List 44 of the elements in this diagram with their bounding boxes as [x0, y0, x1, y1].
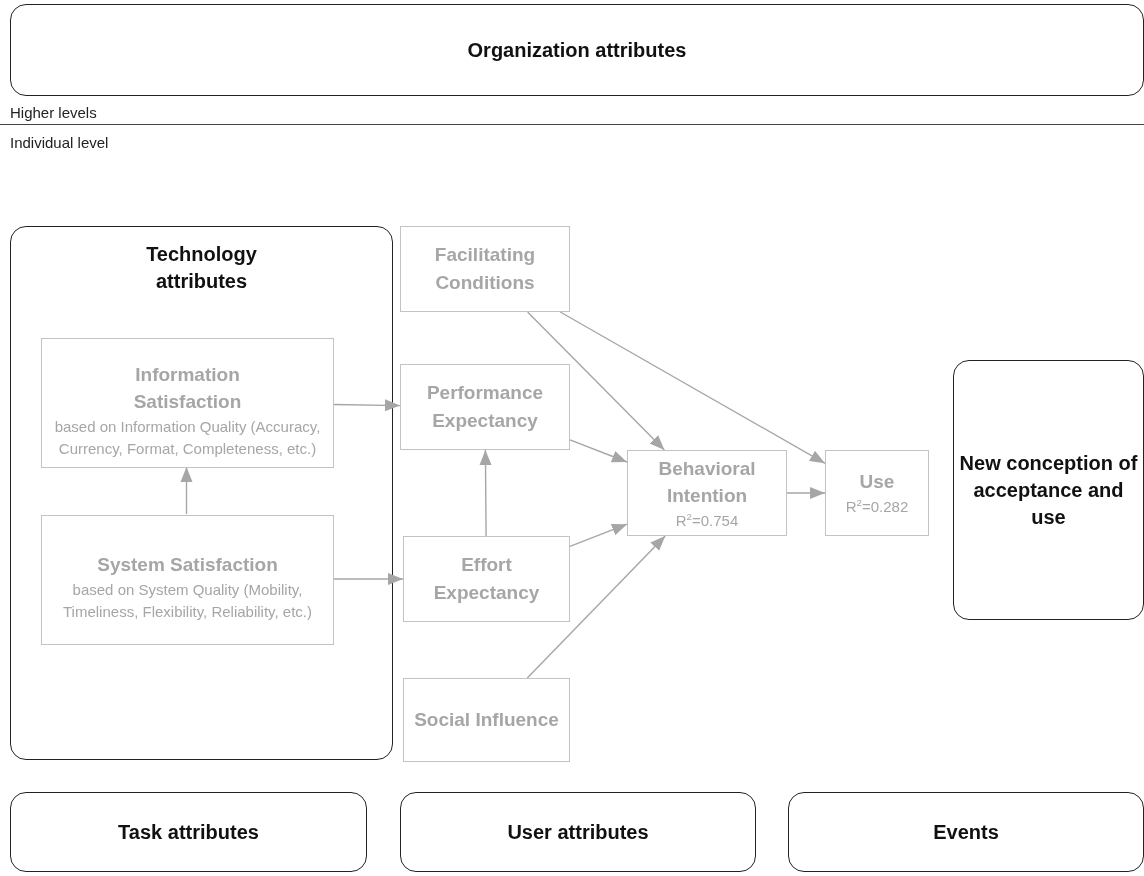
node-title: Events: [933, 819, 999, 845]
process-box: [400, 226, 570, 312]
node-title: Technology attributes: [145, 242, 258, 294]
node-title: Effort Expectancy: [432, 553, 541, 605]
arrow: [526, 311, 666, 451]
arrow: [526, 535, 666, 679]
arrow: [569, 439, 628, 463]
node-title: Facilitating Conditions: [433, 243, 537, 295]
node-title: User attributes: [507, 819, 649, 845]
arrow: [332, 399, 401, 412]
rounded-box: [10, 792, 367, 872]
level-label: Higher levels: [10, 104, 97, 121]
process-box: [403, 536, 570, 622]
node-title: Organization attributes: [467, 37, 687, 63]
level-label: Individual level: [10, 134, 109, 151]
process-box: [400, 364, 570, 450]
rounded-box: [788, 792, 1144, 872]
process-box: [825, 450, 929, 536]
process-box: [41, 338, 334, 468]
node-text: based on System Quality (Mobility, Timeliness, Flexibility, Reliability, etc.): [62, 580, 313, 622]
node-title: Performance Expectancy: [425, 381, 545, 433]
arrow: [786, 487, 826, 499]
node-title: Behavioral Intention: [657, 456, 757, 509]
node-title: System Satisfaction: [96, 553, 279, 578]
process-box: [627, 450, 787, 536]
node-title: Use: [858, 470, 896, 495]
process-box: [403, 678, 570, 762]
process-box: [41, 515, 334, 645]
node-title: Social Influence: [413, 708, 560, 733]
node-text: R$^{2}$=0.754: [675, 509, 739, 531]
arrow: [559, 311, 826, 464]
arrow: [479, 449, 492, 537]
rounded-box: [10, 4, 1144, 96]
node-title: Information Satisfaction: [132, 362, 243, 415]
node-text: based on Information Quality (Accuracy, Currency, Format, Completeness, etc.): [53, 416, 322, 459]
node-text: R$^{2}$=0.282: [845, 495, 909, 517]
group-box: [10, 226, 393, 760]
rounded-box: [953, 360, 1144, 620]
arrow: [569, 523, 628, 548]
node-title: Task attributes: [118, 819, 259, 845]
arrow: [332, 573, 404, 585]
node-title: New conception of acceptance and use: [958, 450, 1139, 530]
rounded-box: [400, 792, 756, 872]
arrow: [180, 466, 193, 515]
